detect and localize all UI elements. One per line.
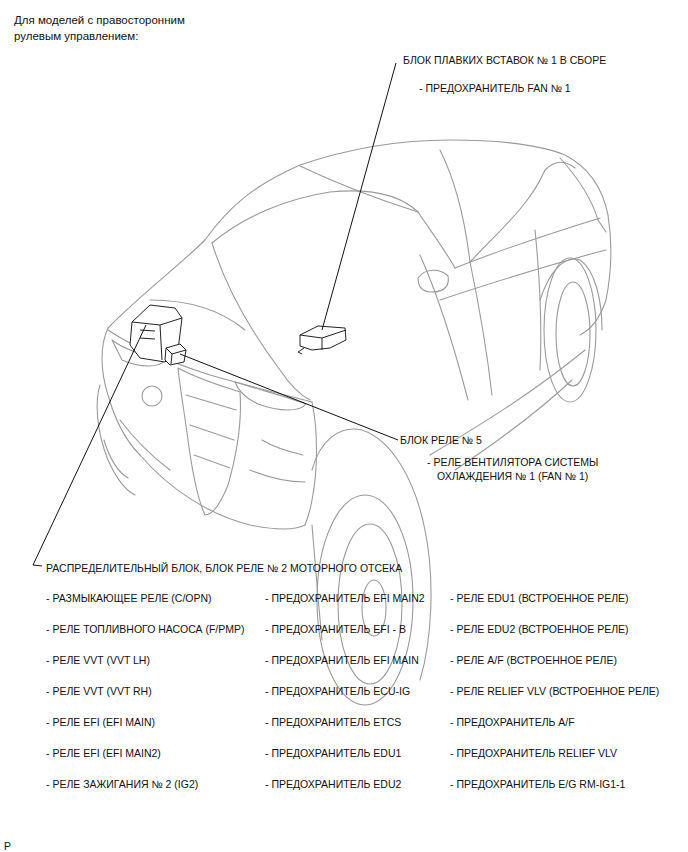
component-item: - РЕЛЕ ЗАЖИГАНИЯ № 2 (IG2) bbox=[46, 777, 198, 791]
component-name: РАСПРЕДЕЛИТЕЛЬНЫЙ БЛОК, БЛОК РЕЛЕ № 2 МО… bbox=[46, 561, 402, 575]
component-item: - ПРЕДОХРАНИТЕЛЬ EDU2 bbox=[265, 777, 401, 791]
component-item: - РЕЛЕ RELIEF VLV (ВСТРОЕННОЕ РЕЛЕ) bbox=[450, 684, 659, 698]
component-item: - РЕЛЕ EFI (EFI MAIN) bbox=[46, 715, 155, 729]
page-mark: P bbox=[4, 839, 11, 852]
component-item: - ПРЕДОХРАНИТЕЛЬ ETCS bbox=[265, 715, 401, 729]
component-item: - ПРЕДОХРАНИТЕЛЬ EFI MAIN2 bbox=[265, 591, 425, 605]
component-name: БЛОК ПЛАВКИХ ВСТАВОК № 1 В СБОРЕ bbox=[403, 53, 606, 67]
component-item: - РАЗМЫКАЮЩЕЕ РЕЛЕ (C/OPN) bbox=[46, 591, 212, 605]
component-item: - РЕЛЕ EDU2 (ВСТРОЕННОЕ РЕЛЕ) bbox=[450, 622, 629, 636]
component-item: - РЕЛЕ ВЕНТИЛЯТОРА СИСТЕМЫ ОХЛАЖДЕНИЯ № … bbox=[427, 455, 657, 483]
component-item: - ПРЕДОХРАНИТЕЛЬ RELIEF VLV bbox=[450, 746, 617, 760]
component-item: - РЕЛЕ A/F (ВСТРОЕННОЕ РЕЛЕ) bbox=[450, 653, 617, 667]
component-name: БЛОК РЕЛЕ № 5 bbox=[400, 433, 482, 447]
component-item: - ПРЕДОХРАНИТЕЛЬ EFI MAIN bbox=[265, 653, 419, 667]
component-item: - РЕЛЕ VVT (VVT LH) bbox=[46, 653, 150, 667]
component-item: - ПРЕДОХРАНИТЕЛЬ ECU-IG bbox=[265, 684, 410, 698]
component-item: - ПРЕДОХРАНИТЕЛЬ E/G RM-IG1-1 bbox=[450, 777, 625, 791]
component-item: - РЕЛЕ VVT (VVT RH) bbox=[46, 684, 152, 698]
page-heading: Для моделей с правосторонним рулевым упр… bbox=[14, 12, 199, 44]
component-item: - РЕЛЕ ТОПЛИВНОГО НАСОСА (F/PMP) bbox=[46, 622, 245, 636]
component-item: - ПРЕДОХРАНИТЕЛЬ EDU1 bbox=[265, 746, 401, 760]
component-item: - ПРЕДОХРАНИТЕЛЬ FAN № 1 bbox=[419, 81, 571, 95]
component-item: - ПРЕДОХРАНИТЕЛЬ EFI - B bbox=[265, 622, 406, 636]
component-item: - ПРЕДОХРАНИТЕЛЬ A/F bbox=[450, 715, 575, 729]
component-item: - РЕЛЕ EFI (EFI MAIN2) bbox=[46, 746, 161, 760]
component-item: - РЕЛЕ EDU1 (ВСТРОЕННОЕ РЕЛЕ) bbox=[450, 591, 629, 605]
